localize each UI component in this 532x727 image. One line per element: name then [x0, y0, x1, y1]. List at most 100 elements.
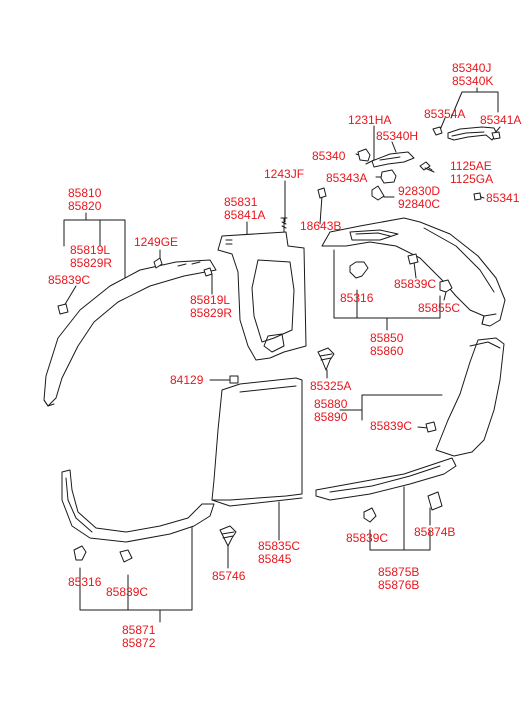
- callout-line: 85855C: [418, 301, 461, 315]
- callout-85341: 85341: [486, 192, 519, 205]
- callout-line: 85875B: [378, 565, 420, 579]
- callout-line: 85872: [122, 636, 156, 650]
- cap-84129: [229, 375, 239, 384]
- bracket-85340: [357, 148, 371, 162]
- clip-18643B: [317, 187, 327, 199]
- grab-handle-small: [371, 151, 415, 168]
- front-pillar-85810: [43, 259, 217, 407]
- screw-1249GE: [153, 257, 163, 269]
- callout-line: 85820: [68, 199, 102, 213]
- callout-line: 85316: [68, 575, 102, 589]
- quarter-lower-85880: [435, 337, 505, 457]
- callout-line: 85316: [340, 291, 374, 305]
- callout-85880: 85880 85890: [314, 398, 347, 424]
- callout-line: 85876B: [378, 578, 420, 592]
- plug-92830D: [371, 185, 385, 201]
- callout-line: 85839C: [48, 273, 91, 287]
- pillar-upper-85831: [217, 231, 307, 361]
- handle-cap-left: [432, 126, 443, 136]
- bolt-1125AE: [419, 161, 435, 173]
- callout-line: 85874B: [414, 525, 456, 539]
- callout-line: 84129: [170, 373, 204, 387]
- callout-line: 85835C: [258, 539, 301, 553]
- callout-line: 85340: [312, 149, 346, 163]
- callout-line: 85890: [314, 410, 348, 424]
- assist-handle: [447, 126, 498, 141]
- callout-85316-lower: 85316: [68, 576, 101, 589]
- clip-85839C-a: [407, 253, 419, 265]
- screw-85325A: [317, 347, 335, 371]
- callout-85855C: 85855C: [418, 302, 460, 315]
- callout-line: 18643B: [300, 219, 342, 233]
- callout-1249GE: 1249GE: [134, 236, 178, 249]
- callout-85340J: 85340J 85340K: [452, 62, 493, 88]
- callout-1231HA: 1231HA: [348, 114, 391, 127]
- callout-line: 85839C: [394, 277, 437, 291]
- callout-85839C-lower-left: 85839C: [106, 586, 148, 599]
- callout-84129: 84129: [170, 374, 203, 387]
- callout-line: 85341A: [480, 113, 522, 127]
- scuff-plate-85875B: [315, 457, 457, 501]
- callout-85831: 85831 85841A: [224, 196, 265, 222]
- clip-85874B: [427, 491, 443, 511]
- callout-85839C-left: 85839C: [48, 274, 90, 287]
- callout-85354A: 85354A: [424, 108, 465, 121]
- callout-line: 85880: [314, 397, 348, 411]
- callout-line: 85841A: [224, 208, 266, 222]
- clip-85839C-b: [425, 421, 437, 433]
- callout-line: 85819L: [190, 293, 231, 307]
- pillar-lower-85835C: [211, 377, 303, 507]
- clip-85839C-left: [57, 303, 69, 315]
- callout-line: 85860: [370, 344, 404, 358]
- screw-85746: [219, 525, 237, 547]
- callout-line: 1125AE: [450, 159, 492, 173]
- screw-1243JF: [280, 217, 288, 233]
- callout-line: 85850: [370, 331, 404, 345]
- callout-85341A: 85341A: [480, 114, 521, 127]
- callout-18643B: 18643B: [300, 220, 341, 233]
- callout-line: 1249GE: [134, 235, 179, 249]
- callout-85343A: 85343A: [326, 172, 367, 185]
- callout-line: 85341: [486, 191, 520, 205]
- cover-85343A: [380, 169, 397, 184]
- callout-85340H: 85340H: [376, 130, 418, 143]
- callout-line: 85871: [122, 623, 156, 637]
- callout-85316-upper: 85316: [340, 292, 373, 305]
- callout-85810: 85810 85820: [68, 187, 101, 213]
- callout-85340: 85340: [312, 150, 345, 163]
- callout-85835C: 85835C 85845: [258, 540, 300, 566]
- quarter-trim-85850: [321, 217, 506, 327]
- scuff-plate-85871: [61, 469, 215, 543]
- clip-85839C-c: [363, 507, 377, 523]
- handle-cap-right: [491, 131, 501, 140]
- callout-line: 85831: [224, 195, 258, 209]
- callout-line: 85839C: [370, 419, 413, 433]
- clip-85819L: [203, 267, 213, 277]
- callout-85875B: 85875B 85876B: [378, 566, 419, 592]
- callout-85819L-center: 85819L 85829R: [190, 294, 232, 320]
- clip-85839C-d: [119, 549, 133, 563]
- callout-85874B: 85874B: [414, 526, 455, 539]
- callout-92830D: 92830D 92840C: [398, 185, 440, 211]
- callout-line: 85839C: [346, 531, 389, 545]
- callout-line: 85829R: [70, 256, 113, 270]
- callout-85746: 85746: [212, 570, 245, 583]
- callout-line: 85746: [212, 569, 246, 583]
- callout-85871: 85871 85872: [122, 624, 155, 650]
- clip-85341: [473, 192, 482, 201]
- callout-85839C-right: 85839C: [370, 420, 412, 433]
- plug-85316: [349, 261, 369, 279]
- callout-line: 92830D: [398, 184, 441, 198]
- callout-1125AE: 1125AE 1125GA: [450, 160, 493, 186]
- callout-85839C-lower-right: 85839C: [346, 532, 388, 545]
- callout-line: 85839C: [106, 585, 149, 599]
- callout-line: 92840C: [398, 197, 441, 211]
- callout-line: 85819L: [70, 243, 111, 257]
- callout-1243JF: 1243JF: [264, 168, 304, 181]
- clip-85855C: [439, 279, 453, 293]
- callout-line: 85325A: [310, 379, 352, 393]
- callout-line: 85354A: [424, 107, 466, 121]
- callout-85839C-upper: 85839C: [394, 278, 436, 291]
